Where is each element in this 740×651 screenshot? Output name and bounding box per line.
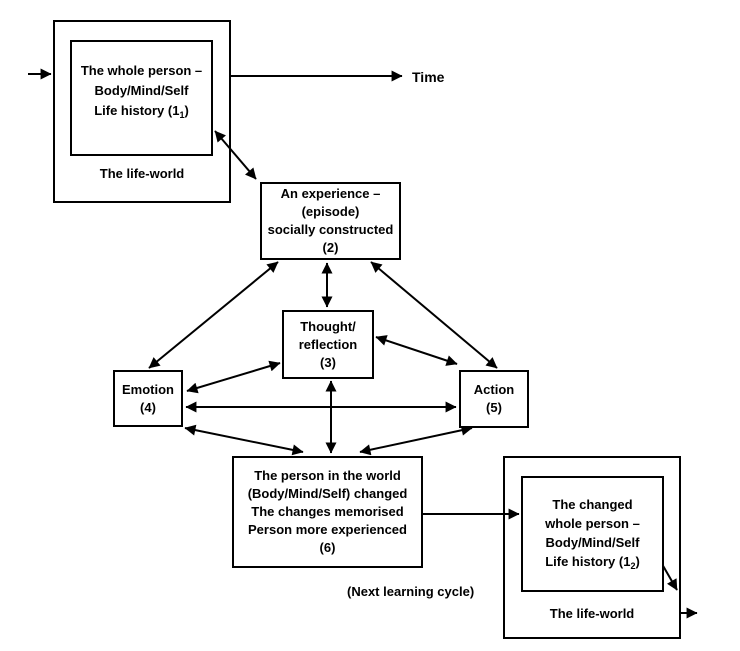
emotion-line2: (4) xyxy=(140,399,156,415)
arrow-thought-action xyxy=(375,335,458,366)
experience-line1: An experience – xyxy=(280,186,381,201)
changed-person-line3: Body/Mind/Self xyxy=(545,535,640,550)
arrow-emotion-thought xyxy=(186,360,281,394)
person-in-world-line5: (6) xyxy=(319,540,336,555)
whole-person-box: The whole person – Body/Mind/Self Life h… xyxy=(70,40,213,156)
arrow-experience-action xyxy=(370,261,498,369)
subscript-2: 2 xyxy=(630,561,636,571)
person-in-world-line3: The changes memorised xyxy=(251,504,404,519)
next-learning-cycle-label: (Next learning cycle) xyxy=(347,584,475,599)
person-in-world-line2: (Body/Mind/Self) changed xyxy=(247,486,408,501)
emotion-box: Emotion (4) xyxy=(113,370,183,427)
experience-line4: (2) xyxy=(322,240,339,255)
thought-line1: Thought/ xyxy=(300,318,356,334)
emotion-line1: Emotion xyxy=(122,381,174,397)
lifeworld-bottom-label: The life-world xyxy=(549,606,635,621)
person-in-world-line1: The person in the world xyxy=(254,468,401,483)
whole-person-life-history: Life history (11) xyxy=(94,103,189,120)
lifeworld-bottom-frame xyxy=(503,456,681,639)
action-line2: (5) xyxy=(486,400,502,415)
arrow-action-person6 xyxy=(359,424,473,456)
arrow-experience-emotion xyxy=(148,261,279,369)
changed-person-line2: whole person – xyxy=(545,516,640,531)
action-box: Action (5) xyxy=(459,370,529,428)
lifeworld-top-label: The life-world xyxy=(99,166,185,181)
changed-person-life-history: Life history (12) xyxy=(545,554,640,571)
action-line1: Action xyxy=(473,382,515,397)
arrow-emotion-person6 xyxy=(184,424,304,456)
arrow-person-experience xyxy=(214,130,257,180)
whole-person-line1: The whole person – xyxy=(80,63,203,78)
thought-line2: reflection xyxy=(298,336,358,352)
thought-reflection-box: Thought/ reflection (3) xyxy=(282,310,374,379)
time-label: Time xyxy=(412,69,445,85)
lifeworld-top-frame xyxy=(53,20,231,203)
arrow-changed-person-lifeworld xyxy=(661,563,678,591)
person-in-world-line4: Person more experienced xyxy=(248,522,407,537)
experience-line3: socially constructed xyxy=(267,222,394,237)
changed-person-line1: The changed xyxy=(552,497,633,512)
changed-person-box: The changed whole person – Body/Mind/Sel… xyxy=(521,476,664,592)
experience-line2: (episode) xyxy=(301,204,360,219)
experience-box: An experience – (episode) socially const… xyxy=(260,182,401,260)
thought-line3: (3) xyxy=(320,354,336,370)
whole-person-line2: Body/Mind/Self xyxy=(94,83,189,98)
person-in-world-box: The person in the world (Body/Mind/Self)… xyxy=(232,456,423,568)
subscript-1: 1 xyxy=(179,110,185,120)
